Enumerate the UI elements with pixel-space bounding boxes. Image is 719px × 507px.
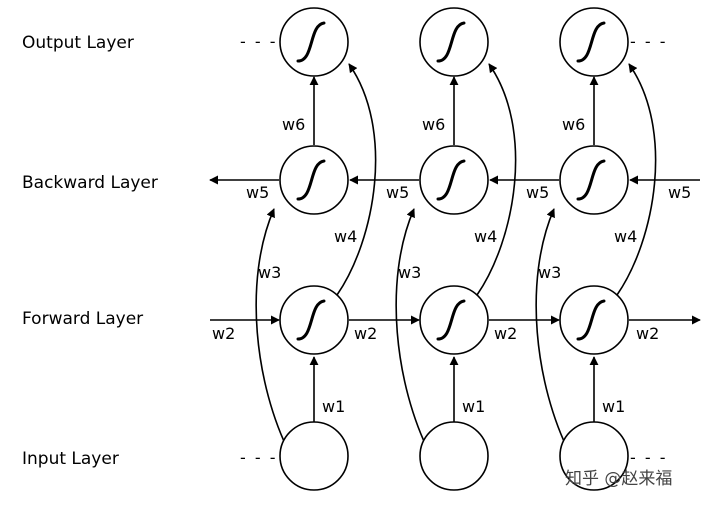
w5-label-col1: w5 [246,183,269,202]
w5-label-in: w5 [668,183,691,202]
sigmoid-icon [436,299,466,341]
sigmoid-icon [296,299,326,341]
backward-node-col1 [279,145,349,215]
output-right-ellipsis: - - - [630,32,668,51]
forward-node-col3 [559,285,629,355]
sigmoid-icon [576,299,606,341]
w4-edge-col2 [476,63,517,296]
input-node-col1 [279,421,349,491]
w3-edge-col2 [395,208,431,455]
backward-layer-label: Backward Layer [22,173,158,193]
output-left-ellipsis: - - - [240,32,278,51]
backward-node-col2 [419,145,489,215]
w2-label-col3: w2 [636,324,659,343]
w3-label-col2: w3 [398,263,421,282]
w3-edge-col1 [255,208,291,455]
watermark: 知乎 @赵来福 [565,469,672,489]
sigmoid-icon [296,21,326,63]
w4-edge-col1 [336,63,377,296]
output-node-col3 [559,7,629,77]
forward-node-col2 [419,285,489,355]
w4-label-col2: w4 [474,227,497,246]
w4-label-col1: w4 [334,227,357,246]
input-right-ellipsis: - - - [630,448,668,467]
output-layer-label: Output Layer [22,33,134,53]
w4-edge-col3 [616,63,657,296]
output-node-col1 [279,7,349,77]
w3-label-col3: w3 [538,263,561,282]
w2-label-col1: w2 [354,324,377,343]
output-node-col2 [419,7,489,77]
w1-label-col1: w1 [322,397,345,416]
w5-label-col3: w5 [526,183,549,202]
sigmoid-icon [296,159,326,201]
input-layer-label: Input Layer [22,449,119,469]
sigmoid-icon [436,21,466,63]
backward-node-col3 [559,145,629,215]
w1-label-col2: w1 [462,397,485,416]
w6-label-col1: w6 [282,115,305,134]
forward-layer-label: Forward Layer [22,309,143,329]
input-node-col2 [419,421,489,491]
w6-label-col2: w6 [422,115,445,134]
sigmoid-icon [436,159,466,201]
w4-label-col3: w4 [614,227,637,246]
w3-label-col1: w3 [258,263,281,282]
w5-label-col2: w5 [386,183,409,202]
w2-label-col2: w2 [494,324,517,343]
sigmoid-icon [576,159,606,201]
w6-label-col3: w6 [562,115,585,134]
w2-label-in: w2 [212,324,235,343]
input-left-ellipsis: - - - [240,448,278,467]
sigmoid-icon [576,21,606,63]
w3-edge-col3 [535,208,571,455]
forward-node-col1 [279,285,349,355]
input-node-col3 [559,421,629,491]
w1-label-col3: w1 [602,397,625,416]
